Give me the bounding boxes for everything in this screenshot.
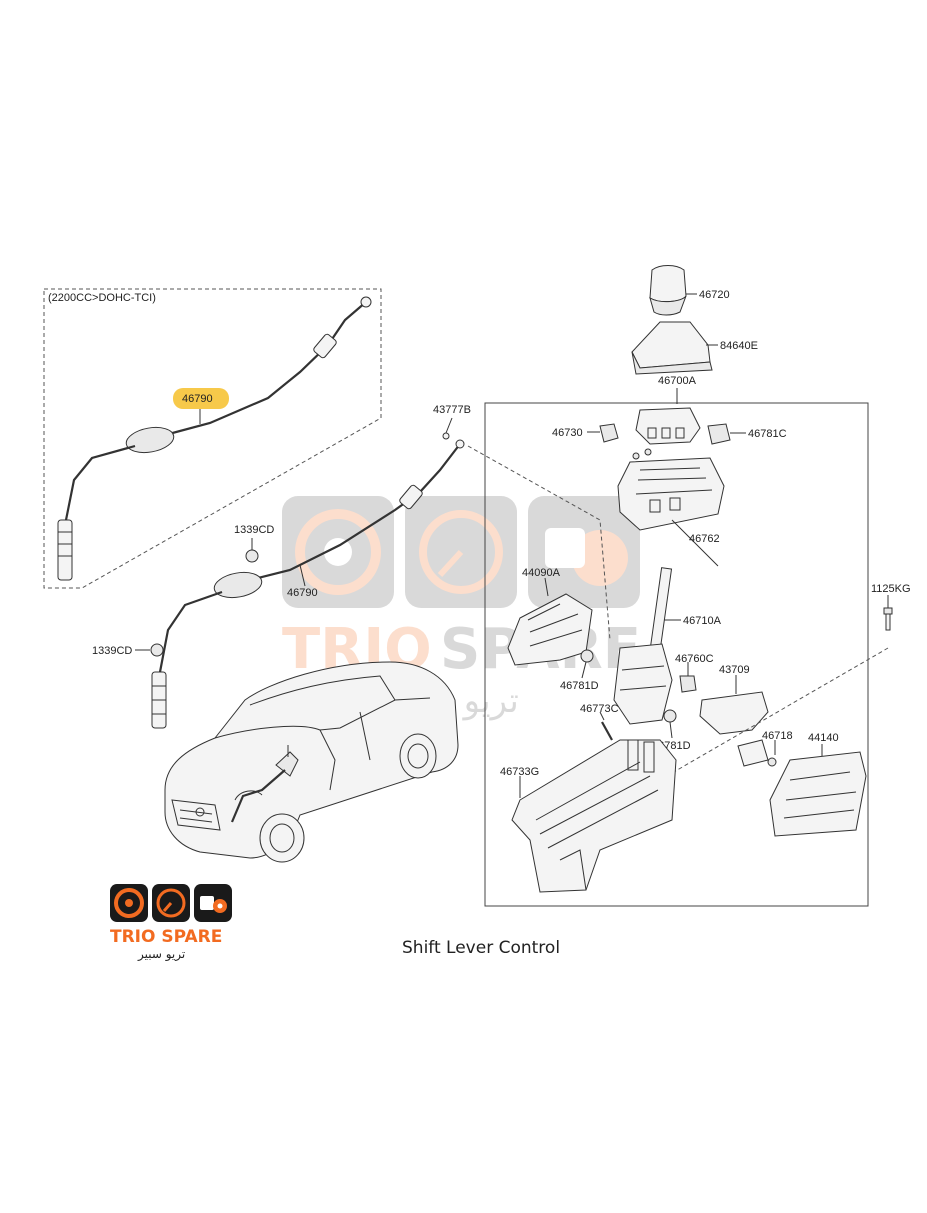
part-label-44140[interactable]: 44140 bbox=[808, 732, 839, 744]
shift-boot bbox=[631, 321, 713, 375]
part-label-46718[interactable]: 46718 bbox=[762, 730, 793, 742]
brake-disc-icon bbox=[110, 884, 148, 922]
part-label-46781c[interactable]: 46781C bbox=[748, 428, 787, 440]
indicator-housing bbox=[635, 407, 701, 445]
part-label-1125kg[interactable]: 1125KG bbox=[871, 583, 911, 595]
engine-icon bbox=[194, 884, 232, 922]
part-label-46773c[interactable]: 46773C bbox=[580, 703, 619, 715]
part-label-46790[interactable]: 46790 bbox=[287, 587, 318, 599]
cable-46790-variant bbox=[57, 296, 372, 581]
part-label-84640e[interactable]: 84640E bbox=[720, 340, 758, 352]
brand-logo: TRIO SPARE تريو سبير bbox=[110, 884, 232, 962]
diagram-caption: Shift Lever Control bbox=[402, 938, 560, 958]
shift-knob bbox=[649, 265, 687, 316]
cable-46790-main bbox=[151, 439, 465, 729]
bolt-1125kg bbox=[883, 607, 893, 631]
part-label-46762[interactable]: 46762 bbox=[689, 533, 720, 545]
part-label-43777b[interactable]: 43777B bbox=[433, 404, 471, 416]
base-46733g bbox=[511, 739, 677, 893]
variant-note: (2200CC>DOHC-TCI) bbox=[48, 292, 156, 304]
highlight-46790 bbox=[173, 388, 229, 409]
part-label-46730[interactable]: 46730 bbox=[552, 427, 583, 439]
part-label-46790-highlighted[interactable]: 46790 bbox=[182, 393, 213, 405]
car-illustration bbox=[164, 661, 459, 863]
part-label-44090a[interactable]: 44090A bbox=[522, 567, 561, 579]
part-label-46710a[interactable]: 46710A bbox=[683, 615, 722, 627]
part-label-1339cd-lower[interactable]: 1339CD bbox=[92, 645, 132, 657]
bracket-44140 bbox=[769, 751, 867, 837]
part-label-43709[interactable]: 43709 bbox=[719, 664, 750, 676]
watermark: TRIO SPARE تريو سبير bbox=[282, 496, 641, 721]
mounting-plate-44090a bbox=[507, 593, 593, 666]
shift-lever bbox=[613, 567, 673, 725]
actuator-46718 bbox=[737, 739, 777, 767]
part-label-1339cd-upper[interactable]: 1339CD bbox=[234, 524, 274, 536]
brand-name: TRIO SPARE bbox=[110, 927, 222, 947]
part-label-46781d-upper[interactable]: 46781D bbox=[560, 680, 599, 692]
gauge-icon bbox=[152, 884, 190, 922]
shifter-bracket bbox=[617, 448, 725, 531]
part-label-46700a[interactable]: 46700A bbox=[658, 375, 697, 387]
part-label-46733g[interactable]: 46733G bbox=[500, 766, 539, 778]
part-label-46760c[interactable]: 46760C bbox=[675, 653, 714, 665]
part-label-46720[interactable]: 46720 bbox=[699, 289, 730, 301]
brand-name-arabic: تريو سبير bbox=[137, 947, 185, 962]
